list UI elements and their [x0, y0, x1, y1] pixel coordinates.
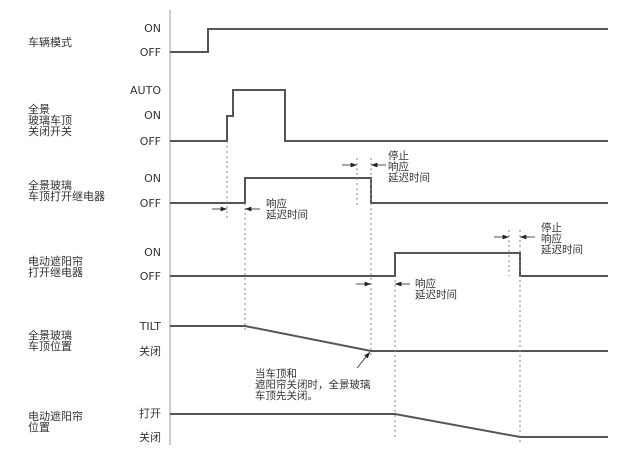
- level-label: ON: [144, 22, 161, 35]
- waveform-shade-position: [170, 413, 608, 438]
- waveform-shade-open-relay: [170, 252, 608, 277]
- signal-label-roof-position: 全景玻璃 车顶位置: [28, 329, 72, 353]
- level-label: 打开: [139, 407, 161, 420]
- level-label: ON: [144, 172, 161, 185]
- stop-response-delay-note: 停止 响应 延迟时间: [388, 150, 430, 184]
- level-label: AUTO: [130, 84, 161, 97]
- waveform-roof-close-switch: [170, 89, 608, 142]
- response-delay-note: 响应 延迟时间: [266, 198, 308, 221]
- waveform-roof-open-relay: [170, 177, 608, 204]
- level-label: OFF: [139, 46, 161, 59]
- response-delay-note: 响应 延迟时间: [415, 278, 457, 301]
- signal-label-shade-open-relay: 电动遮阳帘 打开继电器: [28, 255, 83, 279]
- signal-label-vehicle-mode: 车辆模式: [28, 36, 72, 49]
- level-label: 关闭: [139, 345, 161, 358]
- level-label: ON: [144, 109, 161, 122]
- signal-label-roof-close-switch: 全景 玻璃车顶 关闭开关: [28, 103, 72, 138]
- level-label: 关闭: [139, 431, 161, 444]
- delay-arrows: [212, 162, 535, 369]
- level-label: TILT: [139, 320, 161, 333]
- waveform-vehicle-mode: [170, 28, 608, 53]
- level-label: ON: [144, 246, 161, 259]
- waveform-roof-position: [170, 325, 608, 352]
- signal-label-shade-position: 电动遮阳帘 位置: [28, 410, 83, 434]
- level-label: OFF: [139, 270, 161, 283]
- stop-response-delay-note: 停止 响应 延迟时间: [541, 222, 583, 256]
- dotted-guides: [226, 141, 521, 442]
- level-label: OFF: [139, 197, 161, 210]
- roof-closes-first-note: 当车顶和 遮阳帘关闭时，全景玻璃 车顶先关闭。: [255, 368, 371, 402]
- level-label: OFF: [139, 135, 161, 148]
- signal-label-roof-open-relay: 全景玻璃 车顶打开继电器: [28, 179, 105, 203]
